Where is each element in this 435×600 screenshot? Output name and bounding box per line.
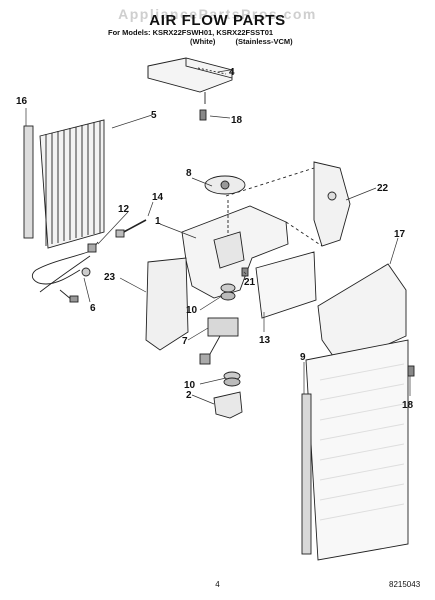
callout-7: 7 <box>182 336 188 347</box>
part-1-housing <box>181 200 289 299</box>
callout-17: 17 <box>394 229 406 240</box>
callout-8: 8 <box>186 168 192 179</box>
callout-16: 16 <box>16 96 28 107</box>
variant-stainless: (Stainless-VCM) <box>235 37 293 46</box>
part-8-fan-blade <box>204 175 246 195</box>
part-16-strip <box>23 125 34 239</box>
callout-14: 14 <box>152 192 164 203</box>
callout-21: 21 <box>244 277 256 288</box>
part-18-screw-right <box>407 365 415 377</box>
callout-22: 22 <box>377 183 389 194</box>
callout-2: 2 <box>186 390 192 401</box>
callout-9: 9 <box>300 352 306 363</box>
part-9-strip <box>301 393 312 555</box>
document-number: 8215043 <box>389 580 421 589</box>
callout-10-lower: 10 <box>184 380 196 391</box>
part-10-grommet-lower <box>223 371 241 387</box>
part-21-screw <box>241 267 249 277</box>
variant-white: (White) <box>190 37 216 46</box>
callout-6: 6 <box>90 303 96 314</box>
part-12-wire-harness <box>32 241 99 303</box>
watermark: AppliancePartsPros.com <box>118 6 317 22</box>
callout-18-top: 18 <box>231 115 243 126</box>
part-10-grommet-upper <box>220 283 236 301</box>
part-13-shroud <box>255 251 317 319</box>
callout-23: 23 <box>104 272 116 283</box>
page-title: AIR FLOW PARTS <box>149 12 286 29</box>
part-17-panel <box>305 263 409 561</box>
callout-18-right: 18 <box>402 400 414 411</box>
part-5-grille <box>39 119 105 249</box>
part-22-rear-panel <box>225 161 351 247</box>
part-2-bracket <box>213 391 243 419</box>
part-4-duct-bracket <box>147 57 233 104</box>
part-23-side-panel <box>145 257 189 351</box>
part-7-motor <box>199 317 239 365</box>
callout-12: 12 <box>118 204 130 215</box>
callout-10-upper: 10 <box>186 305 198 316</box>
callout-5: 5 <box>151 110 157 121</box>
callout-1: 1 <box>155 216 161 227</box>
leader-lines <box>25 69 411 405</box>
page-number: 4 <box>215 580 220 589</box>
part-14-fitting <box>115 219 147 238</box>
callout-13: 13 <box>259 335 271 346</box>
models-line: For Models: KSRX22FSWH01, KSRX22FSST01 <box>108 28 274 37</box>
part-18-screw-top <box>199 109 207 121</box>
model-variants: (White) (Stainless-VCM) <box>190 37 311 46</box>
callout-4: 4 <box>229 67 235 78</box>
